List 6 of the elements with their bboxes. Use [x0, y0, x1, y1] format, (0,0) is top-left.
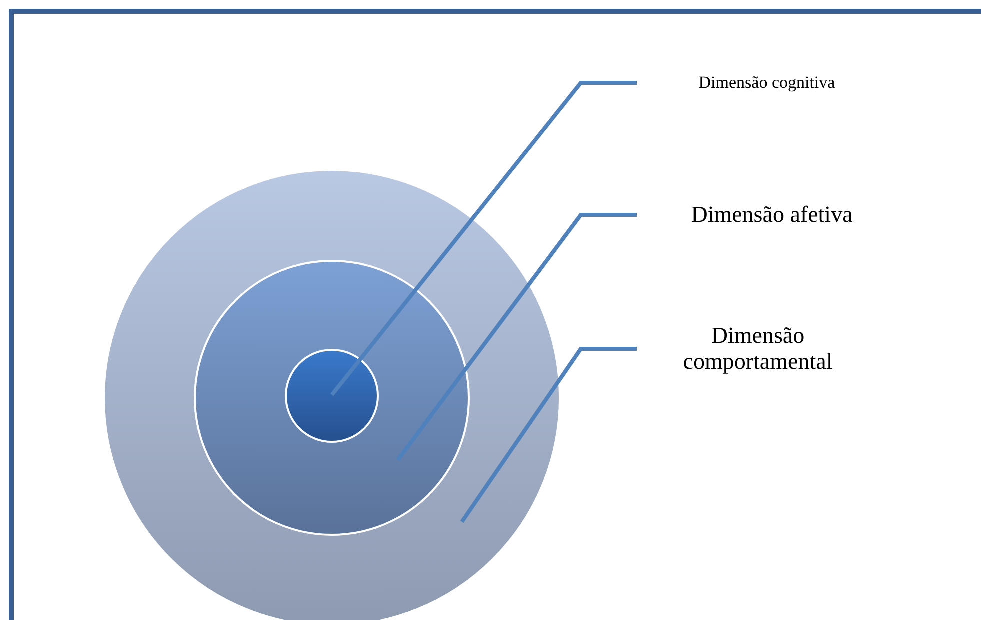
leader-line	[460, 347, 637, 524]
leader-line	[396, 213, 637, 462]
leader-line	[330, 81, 637, 396]
dimension-label: Dimensão cognitiva	[698, 73, 836, 93]
dimension-label: Dimensão afetiva	[691, 202, 853, 228]
dimension-label: Dimensão comportamental	[682, 322, 834, 376]
